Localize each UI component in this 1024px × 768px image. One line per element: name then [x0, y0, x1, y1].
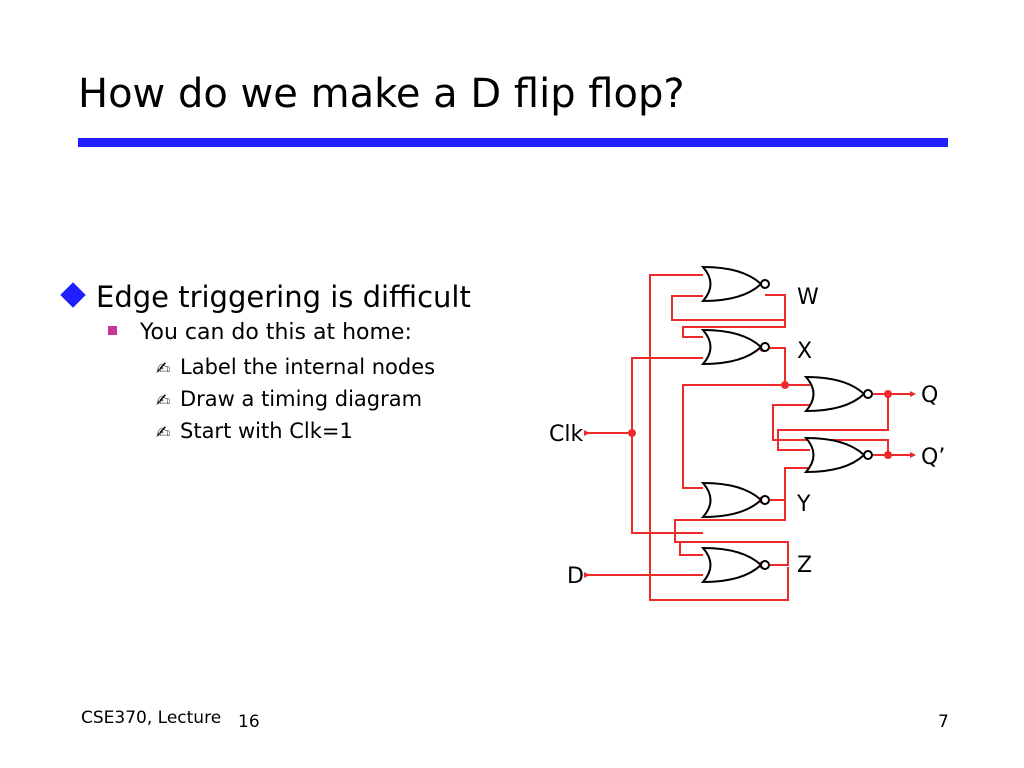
footer-page-number: 7 [938, 712, 949, 732]
title-rule [78, 138, 948, 147]
nor-gate-x [700, 328, 770, 366]
bullet-level3-text: Label the internal nodes [180, 355, 436, 379]
square-bullet-icon [108, 326, 117, 335]
bullet-level3-text: Start with Clk=1 [180, 419, 353, 443]
pen-hand-bullet-icon: ✍ [156, 359, 171, 379]
arrow-right-icon [584, 430, 590, 436]
node-label-w: W [797, 285, 819, 310]
arrow-right-icon [584, 572, 590, 578]
nor-gate-y [700, 481, 770, 519]
pen-hand-bullet-icon: ✍ [156, 423, 171, 443]
junction-dot [884, 390, 892, 398]
slide-title: How do we make a D flip flop? [78, 71, 685, 117]
bullet-level3-item: ✍ Draw a timing diagram [156, 385, 422, 415]
arrow-right-icon [910, 391, 916, 397]
node-label-z: Z [797, 553, 812, 578]
footer-lecture-number: 16 [238, 712, 260, 732]
bullet-level1: Edge triggering is difficult [60, 280, 471, 314]
bullet-level2-text: You can do this at home: [140, 320, 412, 345]
pen-hand-bullet-icon: ✍ [156, 391, 171, 411]
footer-course: CSE370, Lecture [81, 708, 222, 728]
circuit-wires [587, 274, 912, 601]
node-label-y: Y [796, 492, 811, 517]
nor-gate-z [700, 546, 770, 584]
input-arrows [584, 391, 916, 578]
input-label-d: D [567, 564, 584, 589]
arrow-right-icon [910, 452, 916, 458]
bullet-level2: You can do this at home: [108, 319, 412, 347]
bullet-level3-text: Draw a timing diagram [180, 387, 423, 411]
nor-gate-q [803, 375, 873, 413]
nor-gate-qbar [803, 436, 873, 474]
nor-gates [700, 265, 873, 584]
bullet-level3-item: ✍ Label the internal nodes [156, 353, 435, 383]
bullet-level1-text: Edge triggering is difficult [96, 280, 471, 314]
bullet-level3-item: ✍ Start with Clk=1 [156, 417, 353, 447]
junction-dot [884, 451, 892, 459]
node-label-x: X [797, 339, 812, 364]
input-label-clk: Clk [549, 422, 583, 447]
nor-gate-w [700, 265, 770, 303]
junction-dot [628, 429, 636, 437]
junction-dot [781, 381, 789, 389]
node-label-qbar: Q’ [921, 445, 945, 470]
node-label-q: Q [921, 383, 938, 408]
